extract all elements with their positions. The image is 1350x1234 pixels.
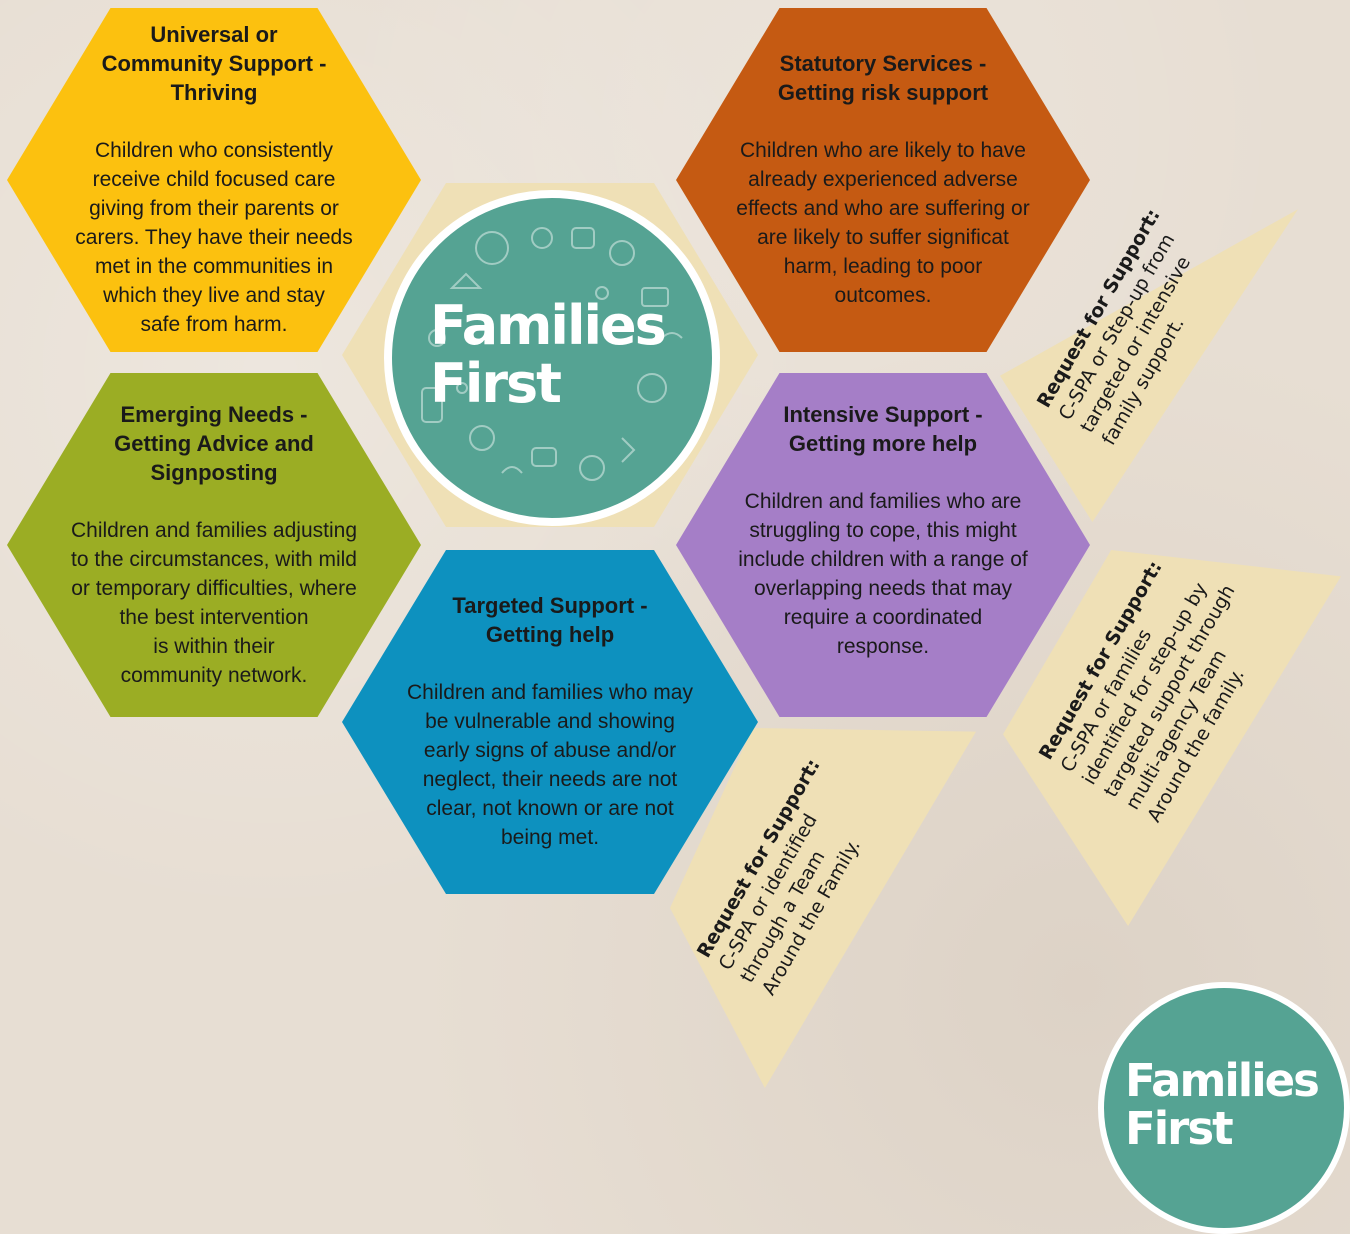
logo-word-first: First: [430, 352, 562, 415]
emerging-needs-description: Children and families adjusting to the c…: [71, 519, 357, 687]
statutory-services-hexagon: Statutory Services - Getting risk suppor…: [676, 8, 1090, 352]
corner-logo-word-first: First: [1125, 1102, 1234, 1155]
targeted-support-description: Children and families who may be vulnera…: [407, 681, 693, 849]
intensive-support-title: Intensive Support - Getting more help: [783, 402, 983, 456]
corner-logo-word-families: Families: [1125, 1054, 1320, 1107]
doodle-pattern-icon: [421, 227, 683, 481]
emerging-needs-title: Emerging Needs - Getting Advice and Sign…: [114, 402, 314, 485]
statutory-services-title: Statutory Services - Getting risk suppor…: [777, 51, 989, 105]
intensive-support-description: Children and families who are struggling…: [738, 490, 1028, 658]
universal-support-description: Children who consistently receive child …: [75, 139, 353, 336]
universal-support-title: Universal or Community Support - Thrivin…: [101, 22, 327, 105]
universal-support-hexagon: Universal or Community Support - Thrivin…: [7, 8, 421, 352]
targeted-support-title: Targeted Support - Getting help: [452, 593, 648, 647]
families-first-corner-logo: [1098, 982, 1350, 1234]
families-first-logo: [384, 190, 720, 526]
statutory-services-description: Children who are likely to have already …: [736, 139, 1030, 307]
logo-word-families: Families: [430, 294, 667, 357]
